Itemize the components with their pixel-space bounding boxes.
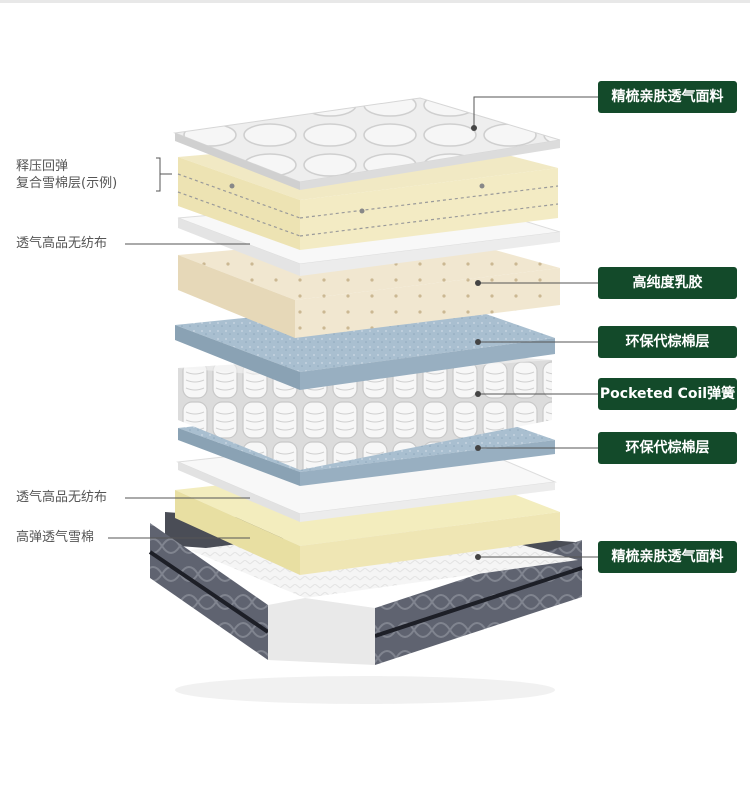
label-nonwoven-lower: 透气高品无纺布 bbox=[16, 489, 107, 507]
label-top-fabric: 精梳亲肤透气面料 bbox=[598, 81, 737, 113]
label-fiber-upper: 环保代棕棉层 bbox=[598, 326, 737, 358]
label-high-elastic-foam: 高弹透气雪棉 bbox=[16, 529, 94, 547]
label-fiber-lower: 环保代棕棉层 bbox=[598, 432, 737, 464]
label-pocketed-coil: Pocketed Coil弹簧 bbox=[598, 378, 737, 410]
floor-shadow bbox=[175, 676, 555, 704]
label-memory-foam-line2: 复合雪棉层(示例) bbox=[16, 175, 117, 193]
label-bottom-fabric: 精梳亲肤透气面料 bbox=[598, 541, 737, 573]
label-memory-foam-line1: 释压回弹 bbox=[16, 158, 68, 176]
label-latex: 高纯度乳胶 bbox=[598, 267, 737, 299]
label-nonwoven-upper: 透气高品无纺布 bbox=[16, 235, 107, 253]
